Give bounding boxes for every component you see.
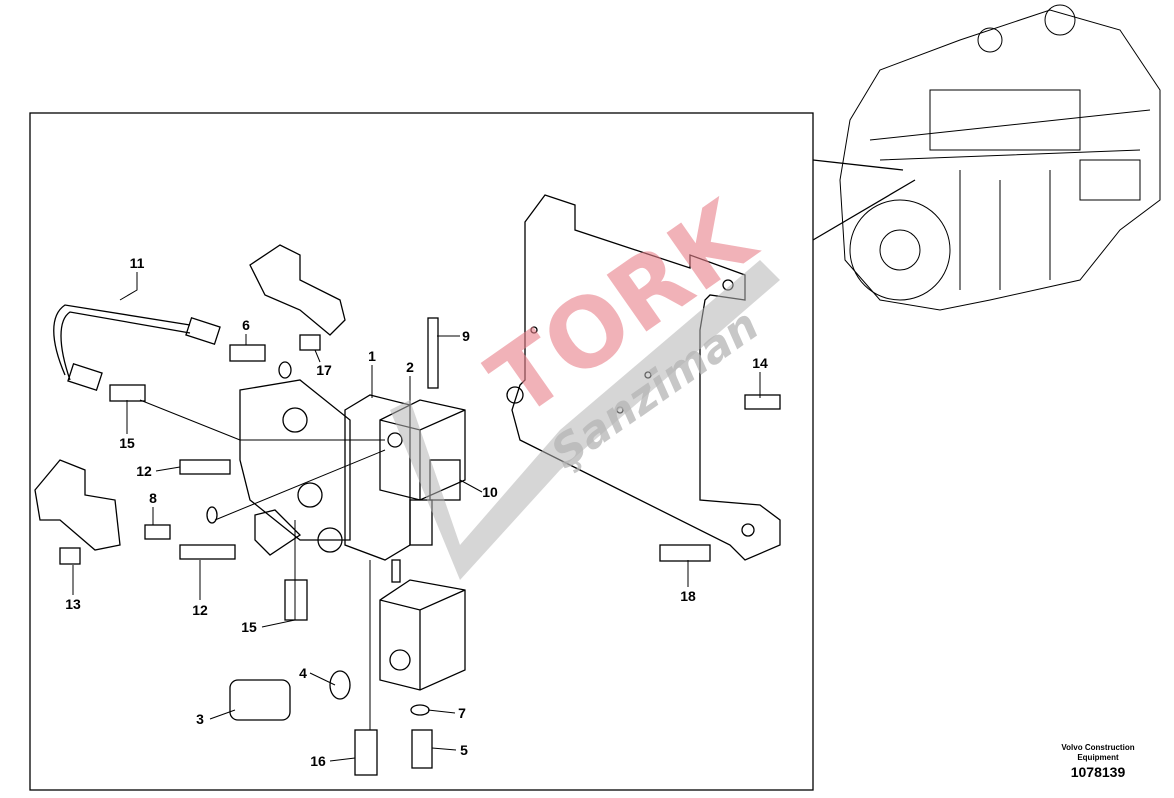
callout-4[interactable]: 4 [299,665,307,681]
inset-leader-line [812,159,904,171]
plug [144,524,171,540]
bolt [179,544,236,560]
callout-15[interactable]: 15 [241,619,257,635]
detail-frame [29,112,814,791]
plate [254,509,302,556]
callout-13[interactable]: 13 [65,596,81,612]
callout-12[interactable]: 12 [192,602,208,618]
callout-17[interactable]: 17 [316,362,332,378]
fitting [284,579,308,621]
callout-10[interactable]: 10 [482,484,498,500]
credit-company-line2: Equipment [1077,753,1119,762]
o-ring [410,704,430,716]
adapter-block [379,559,466,691]
callout-8[interactable]: 8 [149,490,157,506]
callout-7[interactable]: 7 [458,705,466,721]
pipe-nut [185,316,221,346]
clip-bracket [249,244,346,336]
callout-12[interactable]: 12 [136,463,152,479]
o-ring [206,506,218,524]
callout-6[interactable]: 6 [242,317,250,333]
callout-16[interactable]: 16 [310,753,326,769]
callout-15[interactable]: 15 [119,435,135,451]
credit-block: Volvo Construction Equipment 1078139 [1040,743,1156,781]
plate-bracket [34,459,121,551]
inset-leader-line [812,179,916,241]
pipe [53,304,191,381]
callout-11[interactable]: 11 [129,255,145,271]
fitting [411,729,433,769]
o-ring [329,670,351,700]
o-ring [278,361,292,379]
mounting-bracket [506,194,781,561]
engine-overview-illustration [839,4,1161,311]
long-bolt [427,317,439,389]
callout-3[interactable]: 3 [196,711,204,727]
bolt [659,544,711,562]
callout-5[interactable]: 5 [460,742,468,758]
pipe-nut [67,362,103,392]
valve-block [239,379,411,561]
callout-9[interactable]: 9 [462,328,470,344]
sensor-block [379,399,466,546]
credit-company: Volvo Construction [1061,743,1135,752]
fitting [109,384,146,402]
bolt [59,547,81,565]
fitting [354,729,378,776]
callout-18[interactable]: 18 [680,588,696,604]
bolt [179,459,231,475]
pressure-sensor [229,679,291,721]
callout-1[interactable]: 1 [368,348,376,364]
callout-2[interactable]: 2 [406,359,414,375]
callout-14[interactable]: 14 [752,355,768,371]
bolt [299,334,321,351]
fitting [229,344,266,362]
leader-lines [72,272,761,762]
diagram-number: 1078139 [1070,764,1126,780]
bolt [744,394,781,410]
